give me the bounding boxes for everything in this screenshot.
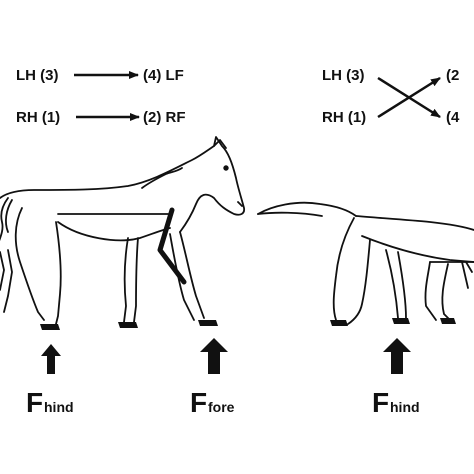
seq-right-row2-to: (4 [446,109,460,126]
seq-right-row2-from: RH (1) [322,109,366,126]
primate-illustration [257,201,474,325]
seq-right-cross-arrow-down [377,76,441,119]
seq-left-row1-to: (4) LF [143,67,184,84]
primate-mid-foot [392,318,410,324]
force-label-horse-hind: F hind [26,387,74,418]
force-horse-hind-sub: hind [44,399,74,415]
force-primate-hind-sub: hind [390,399,420,415]
force-horse-hind-main: F [26,387,43,418]
sequence-lateral: LH (3) (4) LF RH (1) (2) RF [16,67,186,126]
seq-left-row2-from: RH (1) [16,109,60,126]
horse-mid-hoof [118,322,138,328]
primate-fore-foot [440,318,456,324]
primate-hind-force-arrow [383,338,411,374]
force-horse-fore-sub: fore [208,399,235,415]
horse-hind-hoof [40,324,60,330]
horse-hind-force-arrow [41,344,61,374]
force-label-horse-fore: F fore [190,387,235,418]
horse-fore-force-arrow [200,338,228,374]
sequence-diagonal: LH (3) RH (1) (2 (4 [322,67,460,126]
force-primate-hind-main: F [372,387,389,418]
force-label-primate-hind: F hind [372,387,420,418]
seq-right-row1-from: LH (3) [322,67,365,84]
seq-left-row2-to: (2) RF [143,109,186,126]
primate-hind-foot [330,320,348,326]
seq-left-row1-from: LH (3) [16,67,59,84]
horse-fore-hoof [198,320,218,326]
seq-right-row1-to: (2 [446,67,459,84]
force-horse-fore-main: F [190,387,207,418]
horse-illustration [0,136,246,325]
